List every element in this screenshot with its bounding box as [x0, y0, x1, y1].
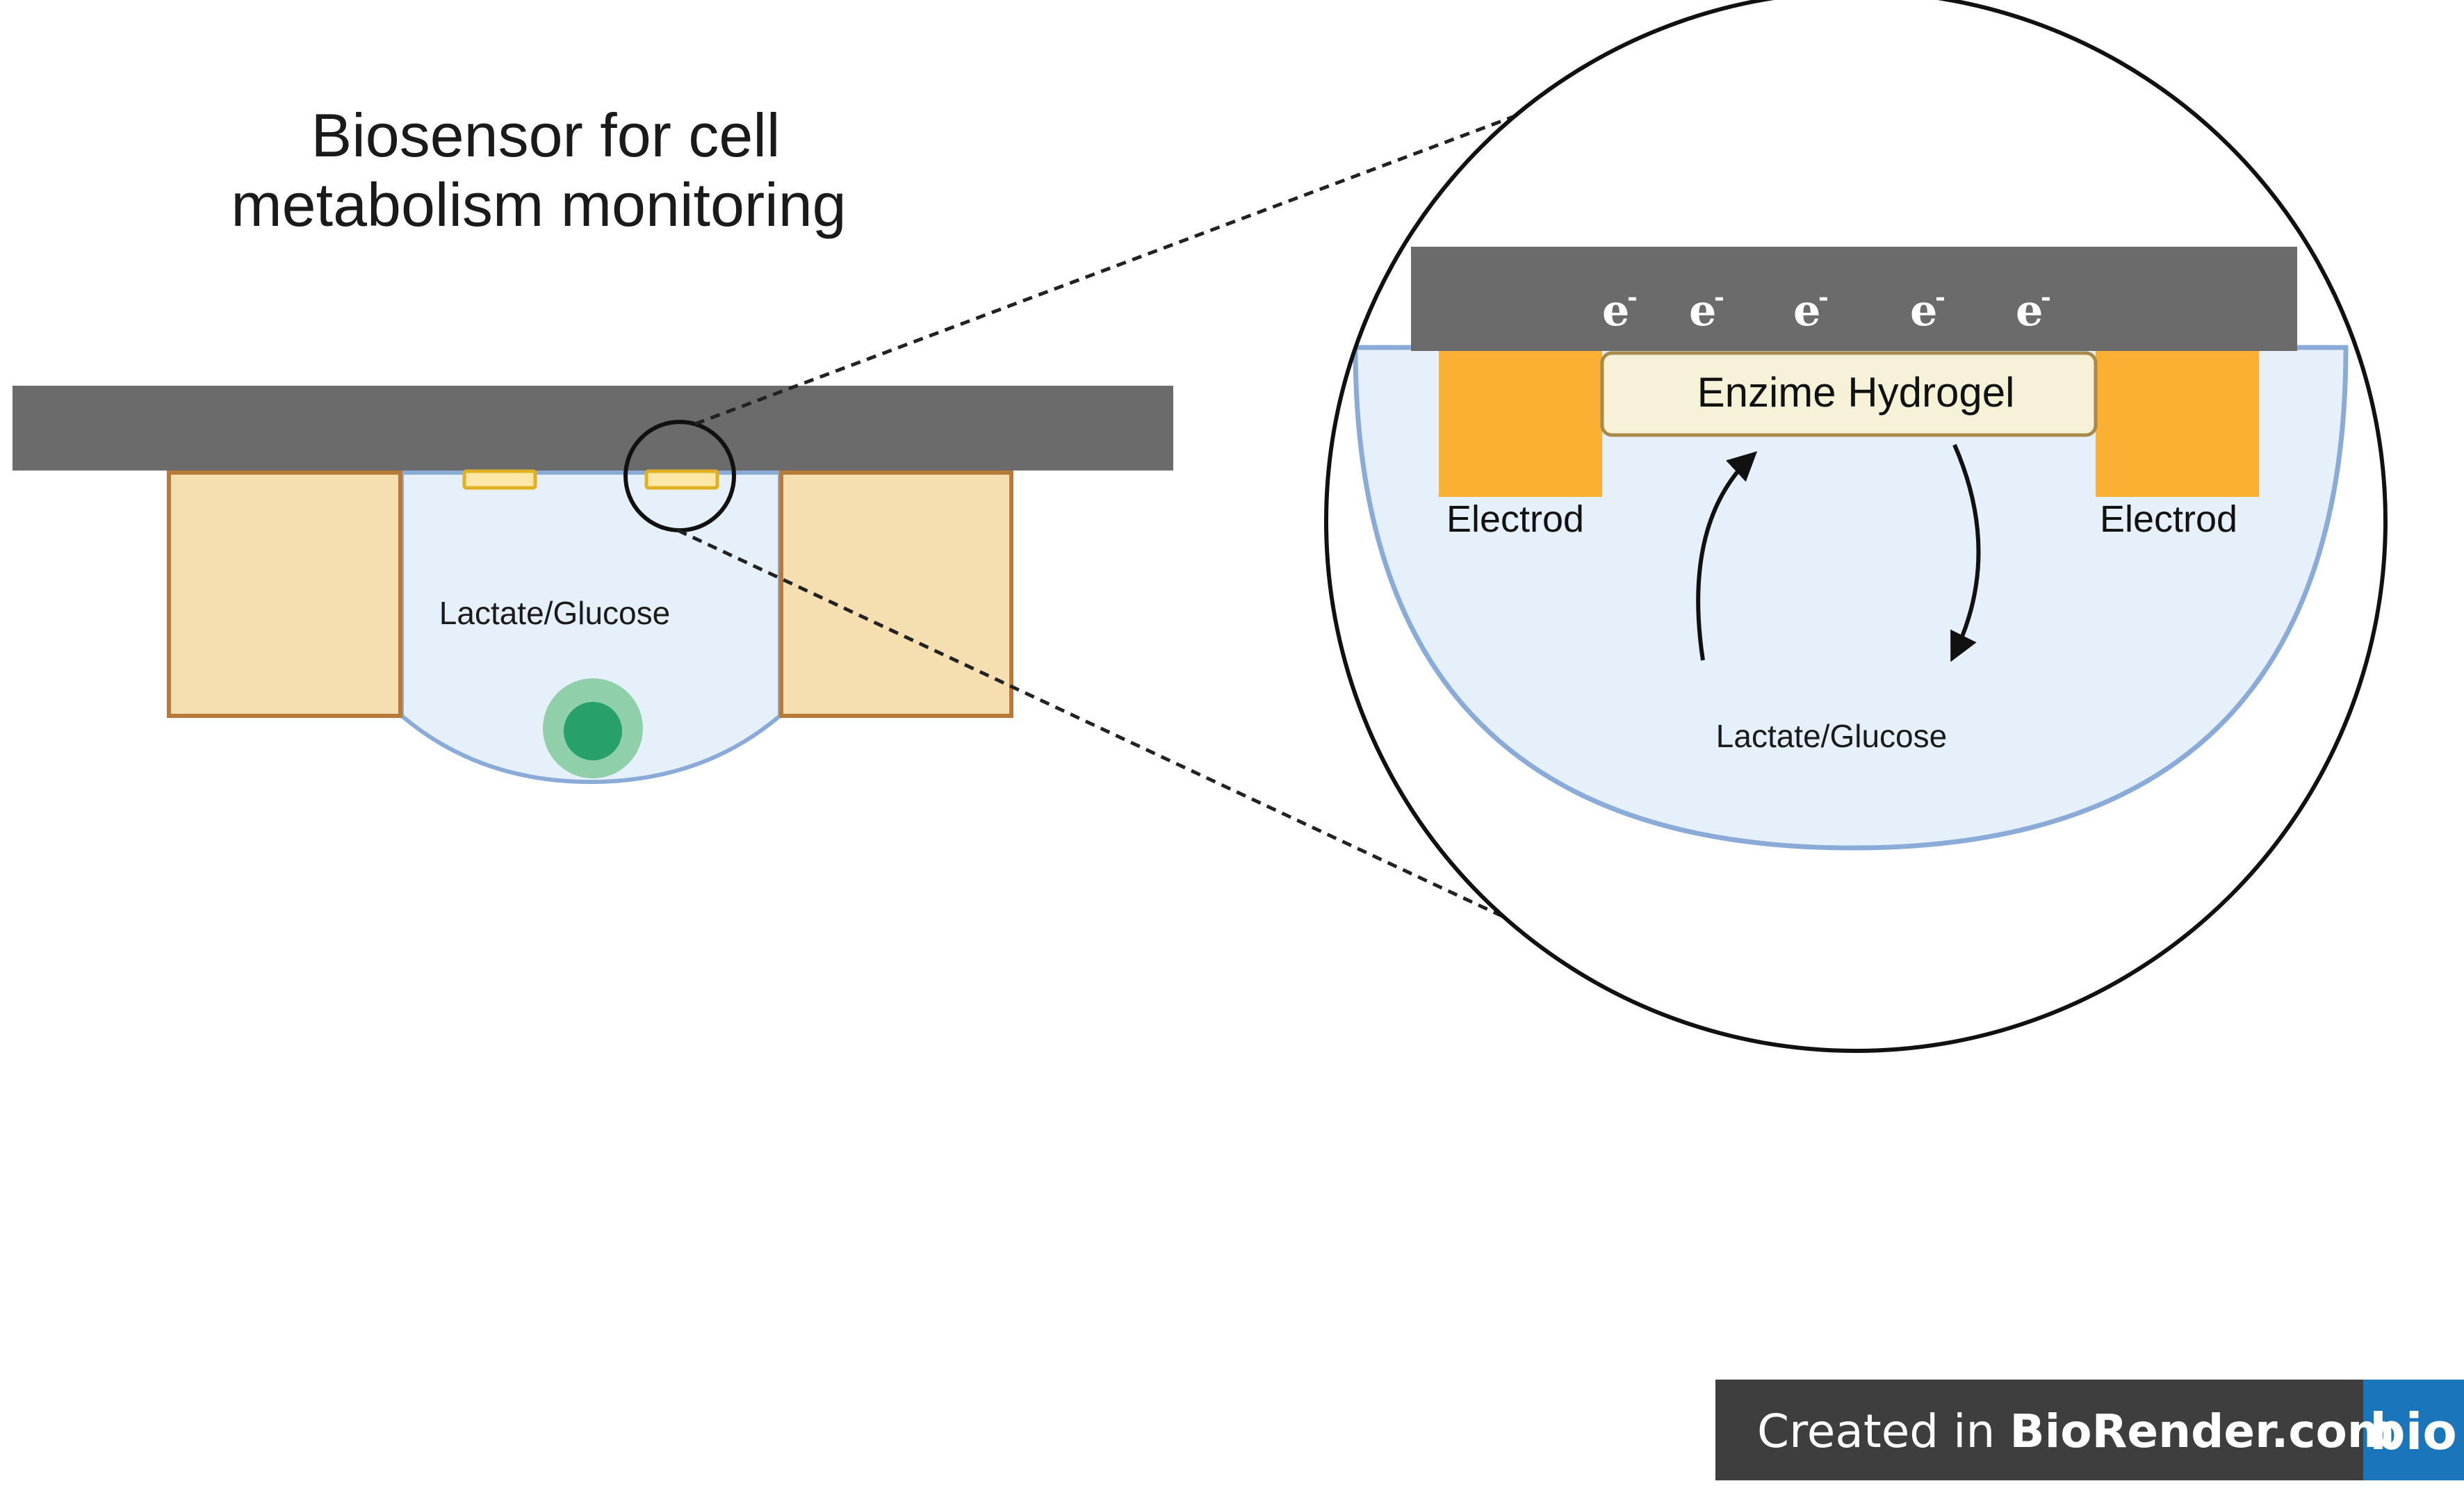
zoom-analyte-label: Lactate/Glucose [1716, 718, 1947, 754]
badge-created-text: Created in [1757, 1405, 2009, 1458]
micro-electrode-left [462, 469, 537, 490]
zoom-circle-outline [1324, 0, 2388, 1053]
hydrogel-label: Enzime Hydrogel [1697, 369, 2015, 416]
svg-text:e: e [1910, 285, 1937, 336]
badge-background [1715, 1380, 2363, 1480]
biorender-logo-icon: bio [2369, 1403, 2457, 1461]
svg-text:e: e [1602, 285, 1629, 336]
well-wall-right [779, 471, 1013, 718]
enzyme-hydrogel [1600, 351, 2098, 437]
svg-text:-: - [2041, 283, 2051, 312]
electron-5: e - [2016, 283, 2051, 336]
biorender-badge: Created in BioRender.com bio [1715, 1380, 2464, 1480]
zoom-line-top [694, 92, 1575, 426]
overview-well: Lactate/Glucose [13, 386, 1173, 785]
electron-1: e - [1602, 283, 1638, 336]
diagram-title: Biosensor for cell metabolism monitoring [231, 101, 846, 239]
cell-nucleus [564, 702, 622, 760]
svg-text:e: e [2016, 285, 2043, 336]
badge-logo-box [2363, 1380, 2464, 1480]
electron-4: e - [1910, 283, 1945, 336]
svg-text:-: - [1935, 283, 1945, 312]
arrow-up-to-hydrogel [1696, 451, 1758, 661]
zoom-substrate [1411, 247, 2297, 351]
svg-text:e: e [1793, 285, 1820, 336]
badge-text: Created in BioRender.com [1757, 1405, 2395, 1458]
title-line-2: metabolism monitoring [231, 170, 846, 239]
title-line-1: Biosensor for cell [311, 101, 781, 170]
svg-text:-: - [1627, 283, 1638, 312]
zoom-electrode-left [1439, 351, 1602, 497]
right-electrode-label: Electrod [2100, 498, 2237, 540]
arrow-down-from-hydrogel [1950, 443, 1981, 662]
zoom-electrode-right [2096, 351, 2259, 497]
zoom-detail-view: Enzime Hydrogel e - e - e - e - [1324, 0, 2388, 1053]
badge-brand-text: BioRender.com [2009, 1405, 2394, 1458]
well-wall-left [167, 471, 402, 718]
electrons: e - e - e - e - e - [1602, 283, 2051, 336]
electron-2: e - [1689, 283, 1724, 336]
svg-text:-: - [1818, 283, 1829, 312]
zoom-connector-lines [676, 92, 1670, 996]
culture-medium [400, 471, 782, 785]
sensor-substrate [13, 386, 1173, 471]
overview-analyte-label: Lactate/Glucose [439, 595, 670, 631]
svg-text:-: - [1714, 283, 1724, 312]
micro-electrode-right [644, 469, 719, 490]
electron-3: e - [1793, 283, 1829, 336]
svg-text:e: e [1689, 285, 1716, 336]
left-electrode-label: Electrod [1446, 498, 1584, 540]
